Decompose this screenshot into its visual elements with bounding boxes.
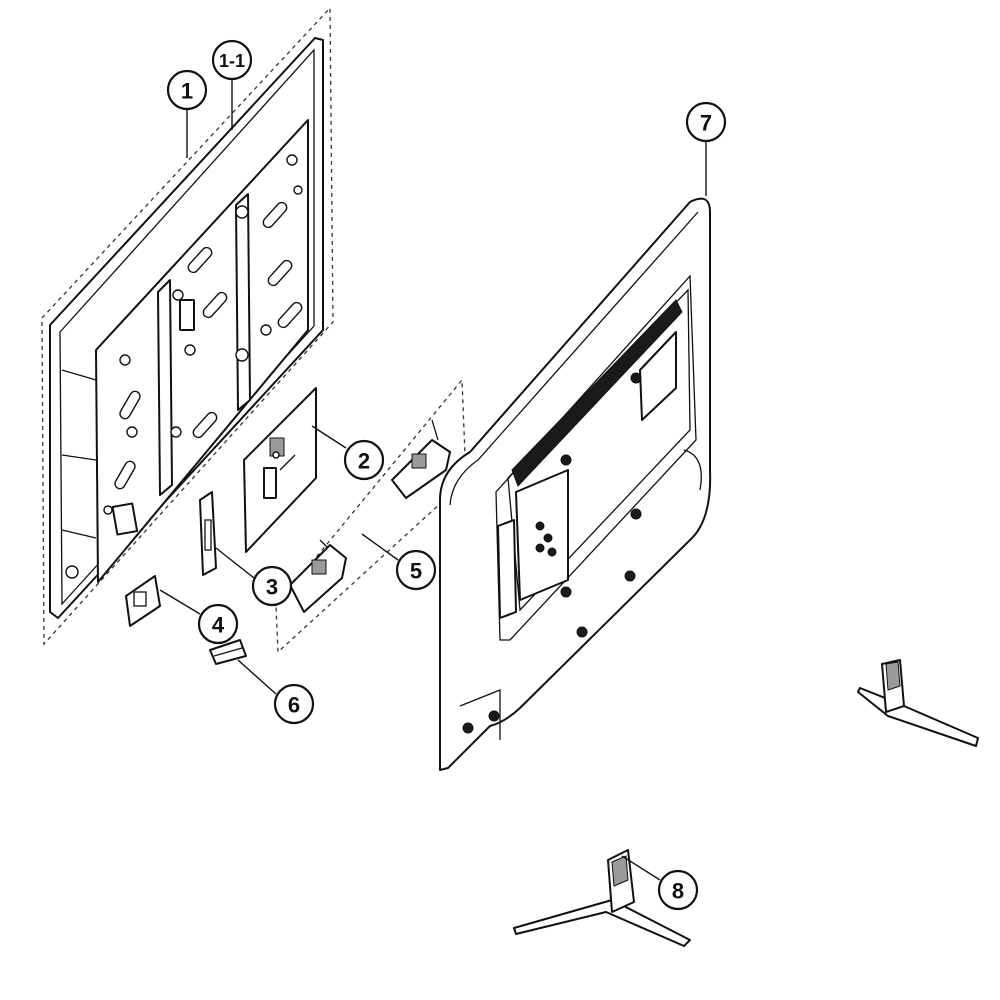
rear-cover-vent bbox=[511, 299, 683, 487]
rear-cover-ports bbox=[535, 521, 557, 557]
panel-back-plate bbox=[95, 119, 309, 583]
panel-holes bbox=[65, 154, 303, 579]
panel-connector bbox=[179, 299, 195, 331]
stand-right bbox=[857, 659, 979, 747]
panel-dashed-boundary bbox=[41, 6, 334, 646]
callout-7: 7 bbox=[685, 101, 727, 143]
callout-1-label: 1 bbox=[181, 79, 193, 104]
callout-1-1-label: 1-1 bbox=[219, 51, 245, 71]
callout-3-label: 3 bbox=[266, 575, 278, 600]
part-4-clip bbox=[125, 575, 161, 627]
rear-cover bbox=[439, 197, 712, 771]
callout-2-label: 2 bbox=[358, 449, 370, 474]
leader-lines bbox=[159, 78, 707, 881]
panel-slots bbox=[114, 201, 303, 490]
callout-8-label: 8 bbox=[672, 879, 684, 904]
callout-4: 4 bbox=[197, 603, 239, 645]
callout-5-label: 5 bbox=[410, 559, 422, 584]
part-3-bracket bbox=[199, 491, 217, 576]
callout-1-1: 1-1 bbox=[211, 39, 253, 81]
callout-6-label: 6 bbox=[288, 693, 300, 718]
callout-3: 3 bbox=[251, 565, 293, 607]
panel-assembly bbox=[41, 6, 334, 646]
stand-center bbox=[513, 849, 691, 947]
callout-2: 2 bbox=[343, 439, 385, 481]
panel-bracket-left bbox=[157, 279, 173, 496]
speaker-assembly bbox=[275, 378, 467, 654]
speaker-left bbox=[289, 539, 347, 613]
callout-7-label: 7 bbox=[700, 111, 712, 136]
callout-1: 1 bbox=[166, 69, 208, 111]
callout-8: 8 bbox=[657, 869, 699, 911]
part-6-button bbox=[209, 639, 247, 665]
rear-cover-terminal bbox=[515, 469, 569, 601]
callout-4-label: 4 bbox=[212, 613, 225, 638]
panel-small-bracket bbox=[111, 502, 139, 536]
rear-cover-screw-holes bbox=[462, 372, 642, 734]
speaker-right bbox=[391, 419, 451, 499]
callout-5: 5 bbox=[395, 549, 437, 591]
main-board bbox=[243, 387, 317, 553]
rear-cover-label bbox=[639, 331, 677, 421]
panel-bracket-right bbox=[235, 193, 251, 411]
callout-6: 6 bbox=[273, 683, 315, 725]
rear-cover-outline bbox=[439, 197, 712, 771]
